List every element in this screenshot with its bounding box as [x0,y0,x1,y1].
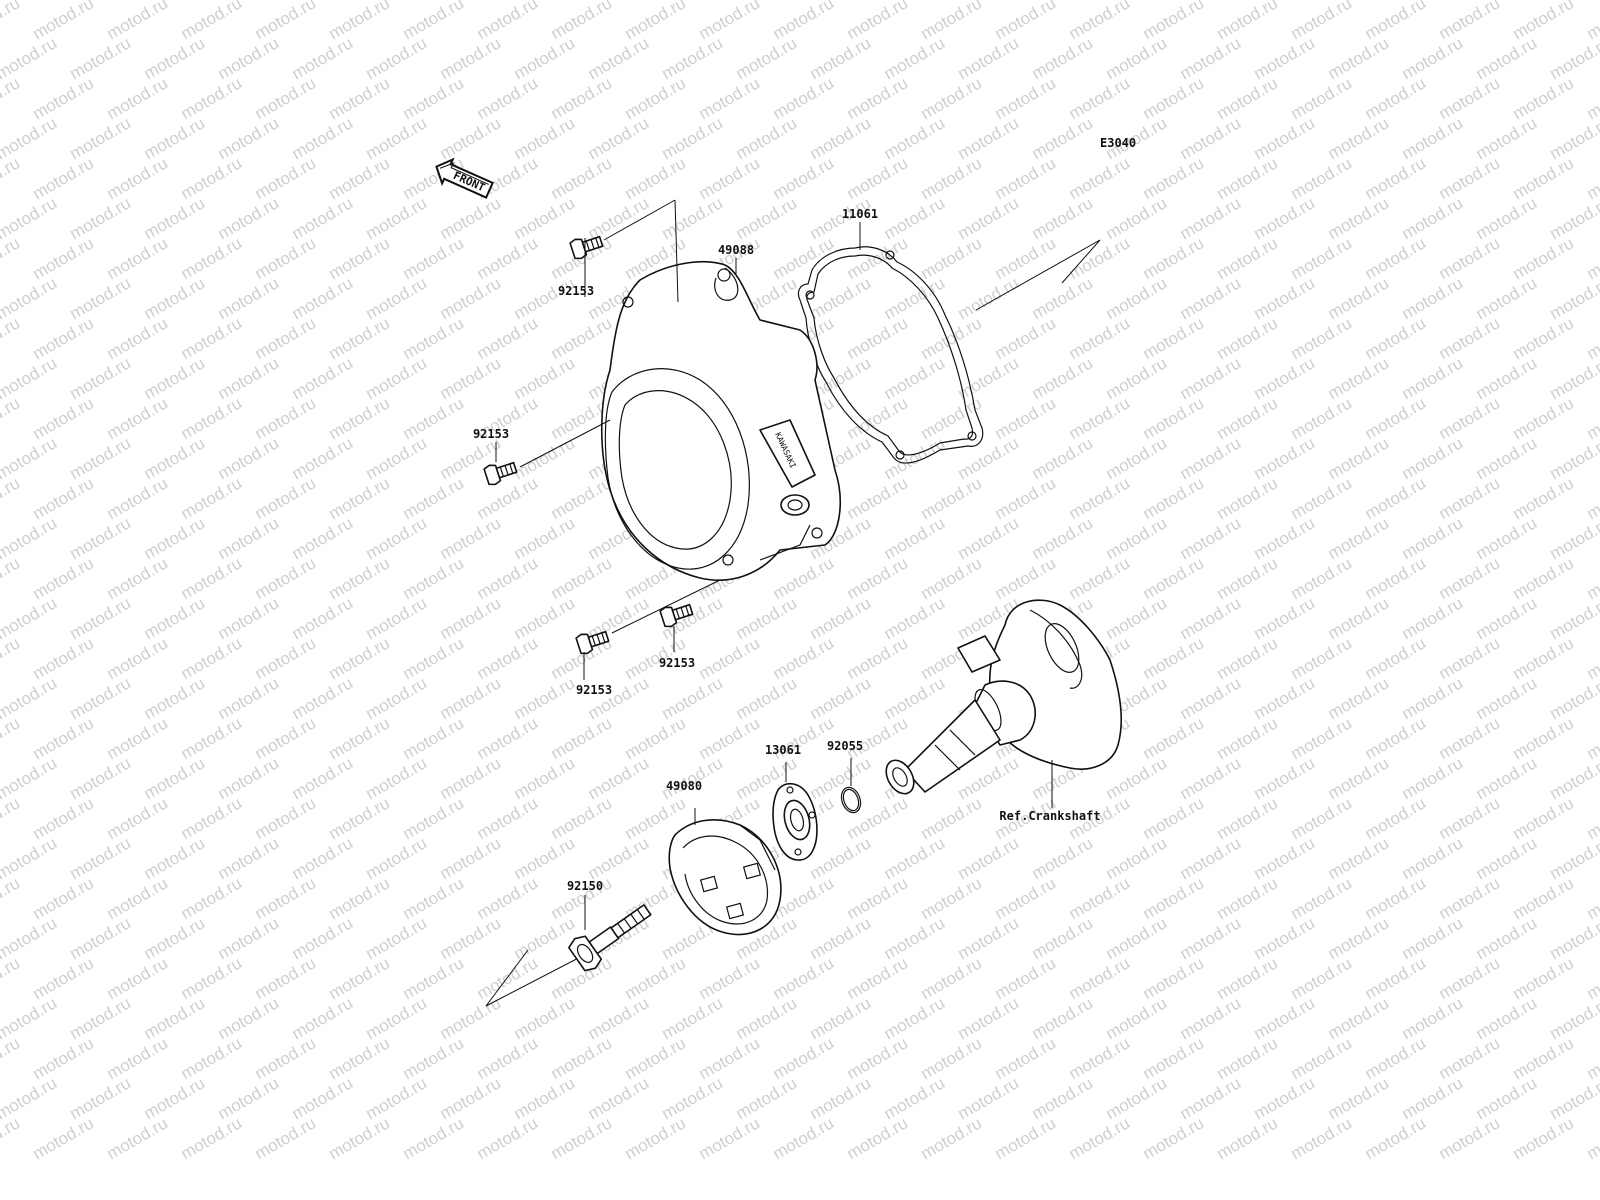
axis-line-lower [485,951,591,1007]
main-bolt [568,904,652,972]
bolt-icon [483,461,518,486]
bolt-icon [569,235,604,260]
gasket [797,246,984,464]
bolt-icon [659,603,694,628]
cover: KAWASAKI [600,260,841,581]
diagram-code: E3040 [1100,136,1136,150]
bolt-icon [575,630,610,655]
front-arrow-icon: FRONT [435,157,494,199]
label-coupling: 13061 [765,743,801,757]
label-pulley: 49080 [666,779,702,793]
label-bolt-top: 92153 [558,284,594,298]
label-main-bolt: 92150 [567,879,603,893]
label-bolt-bottom-a: 92153 [576,683,612,697]
axis-line-upper [975,239,1101,311]
label-crankshaft-ref: Ref.Crankshaft [999,809,1100,823]
label-gasket: 11061 [842,207,878,221]
crankshaft [885,599,1123,808]
coupling [772,762,818,861]
o-ring [840,758,862,814]
pulley [668,808,782,936]
label-bolt-left: 92153 [473,427,509,441]
label-bolt-bottom-b: 92153 [659,656,695,670]
label-o-ring: 92055 [827,739,863,753]
label-cover: 49088 [718,243,754,257]
